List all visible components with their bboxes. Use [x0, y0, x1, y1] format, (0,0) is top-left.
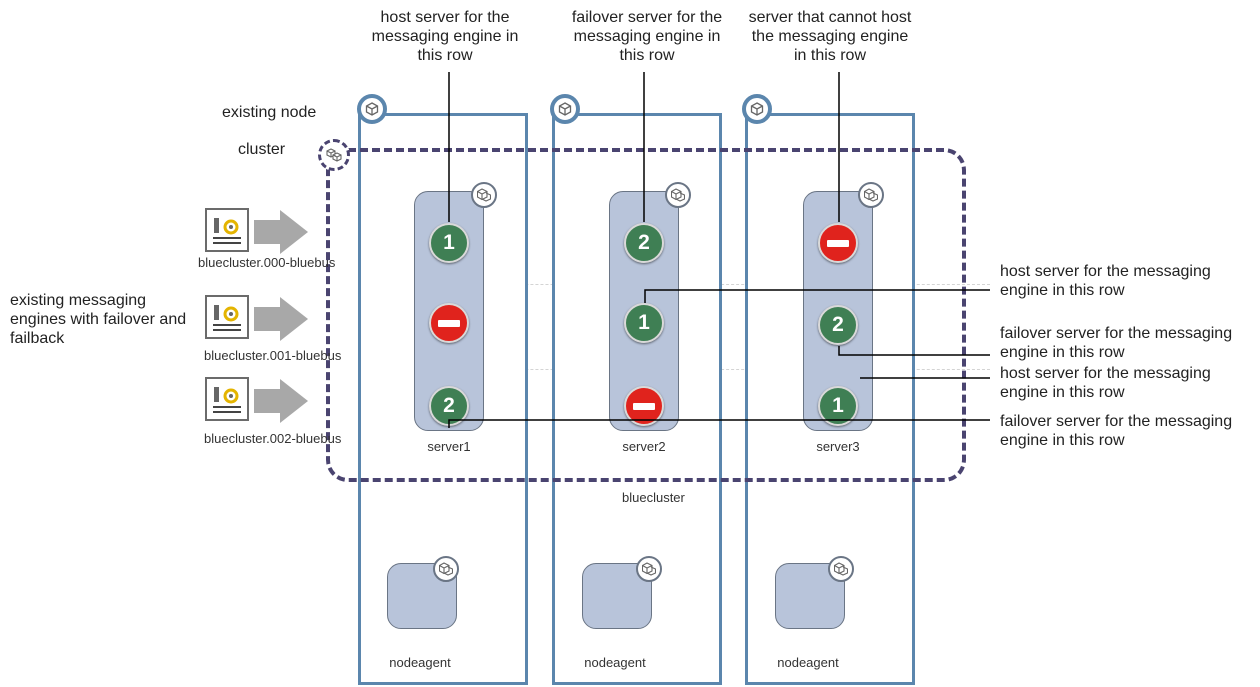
column2-top-label: failover server for the messaging engine…: [571, 9, 723, 64]
forbidden-icon: [438, 319, 460, 327]
badge-server1-row3: 2: [429, 386, 469, 426]
nodeagent-cube-icon: [439, 562, 453, 576]
engine-name-2: bluecluster.002-bluebus: [204, 431, 342, 446]
server-icon: [665, 182, 691, 208]
existing-engines-label: existing messaging engines with failover…: [10, 292, 187, 347]
cluster-cubes-icon: [326, 148, 342, 162]
badge-server2-row2: 1: [624, 303, 664, 343]
column3-top-label: server that cannot host the messaging en…: [748, 9, 912, 64]
engine-gear-icon: [213, 305, 241, 331]
engine-gear-icon: [213, 218, 241, 244]
right-label-row3-host: host server for the messaging engine in …: [1000, 365, 1211, 401]
right-label-row4-failover: failover server for the messaging engine…: [1000, 413, 1233, 449]
engine-arrow-head: [280, 297, 308, 341]
nodeagent-icon: [433, 556, 459, 582]
server-cube-icon: [671, 188, 685, 202]
cluster-name-label: bluecluster: [622, 490, 685, 505]
messaging-engine-icon[interactable]: [205, 377, 249, 421]
engine-gear-icon: [213, 387, 241, 413]
badge-server1-row2-forbidden: [429, 303, 469, 343]
server-icon: [858, 182, 884, 208]
server-icon: [471, 182, 497, 208]
nodeagent1-label: nodeagent: [389, 655, 451, 670]
badge-server2-row1: 2: [624, 223, 664, 263]
nodeagent2-label: nodeagent: [584, 655, 646, 670]
nodeagent3-box[interactable]: [775, 563, 845, 629]
badge-server1-row1: 1: [429, 223, 469, 263]
engine-arrow: [254, 307, 280, 331]
badge-server2-row3-forbidden: [624, 386, 664, 426]
nodeagent-cube-icon: [834, 562, 848, 576]
engine-arrow: [254, 389, 280, 413]
forbidden-icon: [827, 239, 849, 247]
cluster-label: cluster: [238, 141, 286, 158]
node-cube-icon: [365, 102, 379, 116]
existing-node-label: existing node: [222, 104, 317, 121]
nodeagent-cube-icon: [642, 562, 656, 576]
server-cube-icon: [864, 188, 878, 202]
node-icon: [550, 94, 580, 124]
badge-server3-row2: 2: [818, 305, 858, 345]
cluster-icon: [318, 139, 350, 171]
badge-server3-row3: 1: [818, 386, 858, 426]
right-label-row1-host: host server for the messaging engine in …: [1000, 263, 1211, 299]
messaging-engine-icon[interactable]: [205, 208, 249, 252]
node-cube-icon: [558, 102, 572, 116]
nodeagent-icon: [636, 556, 662, 582]
nodeagent3-label: nodeagent: [777, 655, 839, 670]
server1-label: server1: [427, 439, 471, 454]
nodeagent-icon: [828, 556, 854, 582]
server2-label: server2: [622, 439, 666, 454]
engine-arrow-head: [280, 379, 308, 423]
badge-server3-row1-forbidden: [818, 223, 858, 263]
engine-arrow: [254, 220, 280, 244]
right-label-row2-failover: failover server for the messaging engine…: [1000, 325, 1233, 361]
node-icon: [357, 94, 387, 124]
server-cube-icon: [477, 188, 491, 202]
node-cube-icon: [750, 102, 764, 116]
engine-arrow-head: [280, 210, 308, 254]
forbidden-icon: [633, 402, 655, 410]
node-icon: [742, 94, 772, 124]
messaging-engine-icon[interactable]: [205, 295, 249, 339]
server3-label: server3: [816, 439, 860, 454]
engine-name-1: bluecluster.001-bluebus: [204, 348, 342, 363]
column1-top-label: host server for the messaging engine in …: [371, 9, 519, 64]
engine-name-0: bluecluster.000-bluebus: [198, 255, 336, 270]
cluster-boundary: [326, 148, 966, 482]
